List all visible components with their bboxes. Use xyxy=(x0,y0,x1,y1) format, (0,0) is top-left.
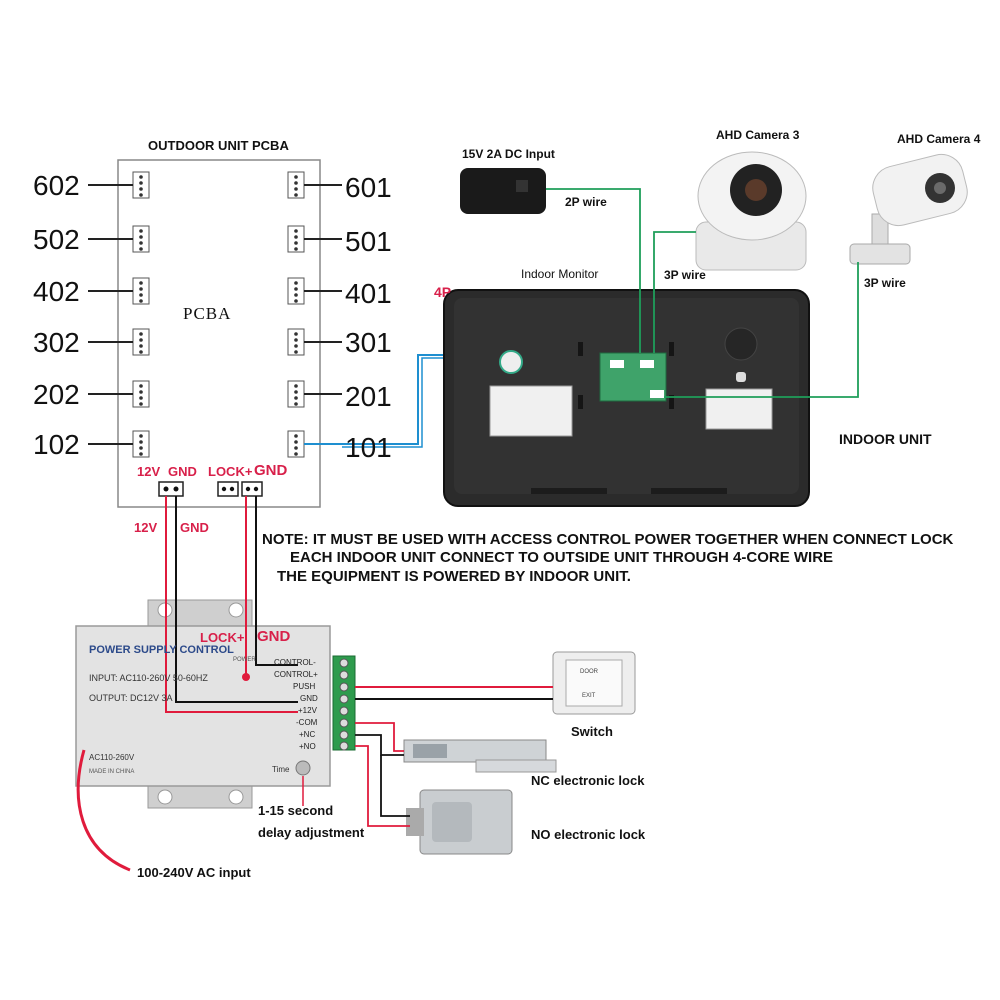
indoor-unit-label: INDOOR UNIT xyxy=(839,431,932,447)
pcba-label-lock: LOCK+ xyxy=(208,464,253,479)
psu-input: INPUT: AC110-260V 50-60HZ xyxy=(89,673,208,683)
wire-2p-label: 2P wire xyxy=(565,195,607,209)
note-line-1: NOTE: IT MUST BE USED WITH ACCESS CONTRO… xyxy=(262,531,954,548)
wire-12v xyxy=(165,496,298,713)
monitor-sticker-right xyxy=(705,388,773,430)
psu-terminal-gnd: GND xyxy=(300,694,318,703)
wire-no-red xyxy=(355,745,410,827)
pcba-title: OUTDOOR UNIT PCBA xyxy=(148,138,289,153)
pcba-left-connectors xyxy=(132,171,150,458)
wire-label-lock: LOCK+ xyxy=(200,630,245,645)
port-202: 202 xyxy=(33,379,80,410)
wire-label-gnd: GND xyxy=(180,520,209,535)
port-101: 101 xyxy=(345,432,392,463)
switch-exit-text: EXIT xyxy=(582,693,596,699)
wire-label-gnd2: GND xyxy=(257,628,291,645)
indoor-monitor-label: Indoor Monitor xyxy=(521,267,599,281)
dc-adapter xyxy=(460,168,546,214)
no-lock-shape xyxy=(406,789,513,855)
switch-door-text: DOOR xyxy=(580,669,598,675)
camera-3-shape xyxy=(695,151,807,271)
wire-3p-label-a: 3P wire xyxy=(664,268,706,282)
wire-nc-red xyxy=(355,722,404,752)
psu-body xyxy=(75,625,331,787)
pcba-terminals xyxy=(158,481,263,497)
wire-2p xyxy=(546,188,641,353)
psu-terminal-control-minus: CONTROL- xyxy=(274,658,316,667)
note-line-3: THE EQUIPMENT IS POWERED BY INDOOR UNIT. xyxy=(277,568,631,585)
pcba-label-12v: 12V xyxy=(137,464,161,479)
port-402: 402 xyxy=(33,276,80,307)
ac-input-label: 100-240V AC input xyxy=(137,865,251,880)
note-line-2: EACH INDOOR UNIT CONNECT TO OUTSIDE UNIT… xyxy=(290,549,834,566)
psu-title: POWER SUPPLY CONTROL xyxy=(89,644,234,656)
port-601: 601 xyxy=(345,172,392,203)
psu-made-in: MADE IN CHINA xyxy=(89,769,135,775)
wire-3p-camera4 xyxy=(664,262,859,398)
wire-label-12v: 12V xyxy=(134,520,158,535)
wire-3p-label-b: 3P wire xyxy=(864,276,906,290)
switch-label: Switch xyxy=(571,724,613,739)
port-401: 401 xyxy=(345,278,392,309)
psu-terminal-control-plus: CONTROL+ xyxy=(274,670,318,679)
pcba-board xyxy=(117,159,321,508)
port-201: 201 xyxy=(345,381,392,412)
pcba-board-label: PCBA xyxy=(183,304,232,323)
psu-output: OUTPUT: DC12V 3A xyxy=(89,693,173,703)
port-302: 302 xyxy=(33,327,80,358)
psu-terminal-com: -COM xyxy=(296,718,318,727)
wire-3p-camera3 xyxy=(653,231,696,353)
psu-ac-label: AC110-260V xyxy=(89,753,135,762)
nc-lock-shape xyxy=(403,739,557,773)
psu-terminal-no: +NO xyxy=(299,742,316,751)
ac-cable xyxy=(76,749,131,872)
psu-terminal-12v: +12V xyxy=(298,706,317,715)
delay-label-1: 1-15 second xyxy=(258,803,334,818)
port-301: 301 xyxy=(345,327,392,358)
port-502: 502 xyxy=(33,224,80,255)
exit-switch-shape xyxy=(552,651,636,715)
wire-4p-label: 4P xyxy=(434,284,452,300)
pcba-label-gnd: GND xyxy=(168,464,197,479)
pcba-port-leads xyxy=(88,184,342,445)
pcba-terminal-pins xyxy=(163,486,259,492)
port-602: 602 xyxy=(33,170,80,201)
pcba-label-gnd2: GND xyxy=(254,462,288,479)
nc-lock-label: NC electronic lock xyxy=(531,773,645,788)
delay-label-2: delay adjustment xyxy=(258,825,365,840)
port-501: 501 xyxy=(345,226,392,257)
monitor-sticker-left xyxy=(489,385,573,437)
psu-time: Time xyxy=(272,765,290,774)
wire-no-black xyxy=(380,755,410,817)
camera-3-label: AHD Camera 3 xyxy=(716,128,800,142)
psu-terminal-push: PUSH xyxy=(293,682,316,691)
power-input-label: 15V 2A DC Input xyxy=(462,147,555,161)
camera-4-shape xyxy=(849,153,968,265)
wire-nc-black xyxy=(355,734,404,756)
pcba-connector-pins xyxy=(139,175,298,456)
no-lock-label: NO electronic lock xyxy=(531,827,646,842)
psu-power-led: POWER xyxy=(233,657,256,663)
psu-terminal-nc: +NC xyxy=(299,730,316,739)
port-102: 102 xyxy=(33,429,80,460)
wire-gnd xyxy=(175,496,298,703)
camera-4-label: AHD Camera 4 xyxy=(897,132,981,146)
wire-gnd-2 xyxy=(255,496,298,666)
